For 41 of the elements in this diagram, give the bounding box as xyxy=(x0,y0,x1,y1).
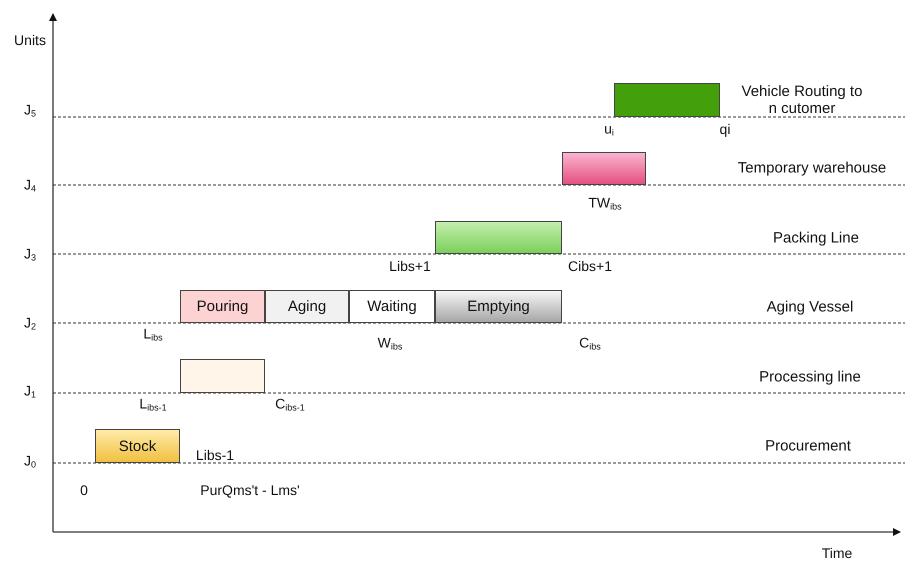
row-name: Aging Vessel xyxy=(766,298,854,316)
row-label: J$_{4}$ xyxy=(24,176,36,194)
axis-title: Time xyxy=(822,545,852,561)
time-mark: Libs+1 xyxy=(389,258,431,274)
task-bar xyxy=(95,429,180,463)
task-label: Pouring xyxy=(196,298,248,315)
timeline-bar xyxy=(562,152,646,185)
time-mark: L$_{ibs}$ xyxy=(143,326,163,342)
task-label: Waiting xyxy=(367,298,417,315)
timeline-bar xyxy=(180,359,265,393)
time-mark: Libs-1 xyxy=(196,447,234,463)
row-label: J$_{5}$ xyxy=(24,102,36,118)
time-mark: Cibs+1 xyxy=(568,258,612,274)
row-label: J$_{1}$ xyxy=(24,382,36,400)
row-name: Vehicle Routing to n cutomer xyxy=(740,83,864,117)
time-mark: C$_{ibs}$ xyxy=(579,334,601,352)
task-label: Stock xyxy=(118,438,156,454)
task-bar xyxy=(180,290,265,323)
timeline-bar xyxy=(614,83,720,117)
task-bar xyxy=(265,290,349,323)
row-name: Temporary warehouse xyxy=(738,160,886,176)
time-mark: W$_{ibs}$ xyxy=(378,334,402,352)
timeline-bar xyxy=(435,221,562,254)
row-label: J$_{2}$ xyxy=(24,314,36,332)
row-name: Packing Line xyxy=(773,230,859,246)
time-mark: L$_{ibs-1}$ xyxy=(139,396,167,412)
time-mark: 0 xyxy=(80,482,88,498)
task-bar xyxy=(435,290,562,323)
time-mark: TW$_{ibs}$ xyxy=(588,194,622,212)
time-mark: u$_{i}$ xyxy=(604,120,614,138)
axis-title: Units xyxy=(14,32,46,48)
time-mark: PurQms't - Lms' xyxy=(200,482,300,498)
row-label: J$_{3}$ xyxy=(24,246,36,262)
row-name: Processing line xyxy=(759,368,861,386)
row-label: J$_{0}$ xyxy=(24,452,36,470)
time-mark: qi xyxy=(720,121,730,137)
task-label: Emptying xyxy=(467,298,530,315)
task-label: Aging xyxy=(288,298,326,315)
time-mark: C$_{ibs-1}$ xyxy=(275,396,305,412)
task-bar xyxy=(349,290,435,323)
row-name: Procurement xyxy=(765,438,851,454)
